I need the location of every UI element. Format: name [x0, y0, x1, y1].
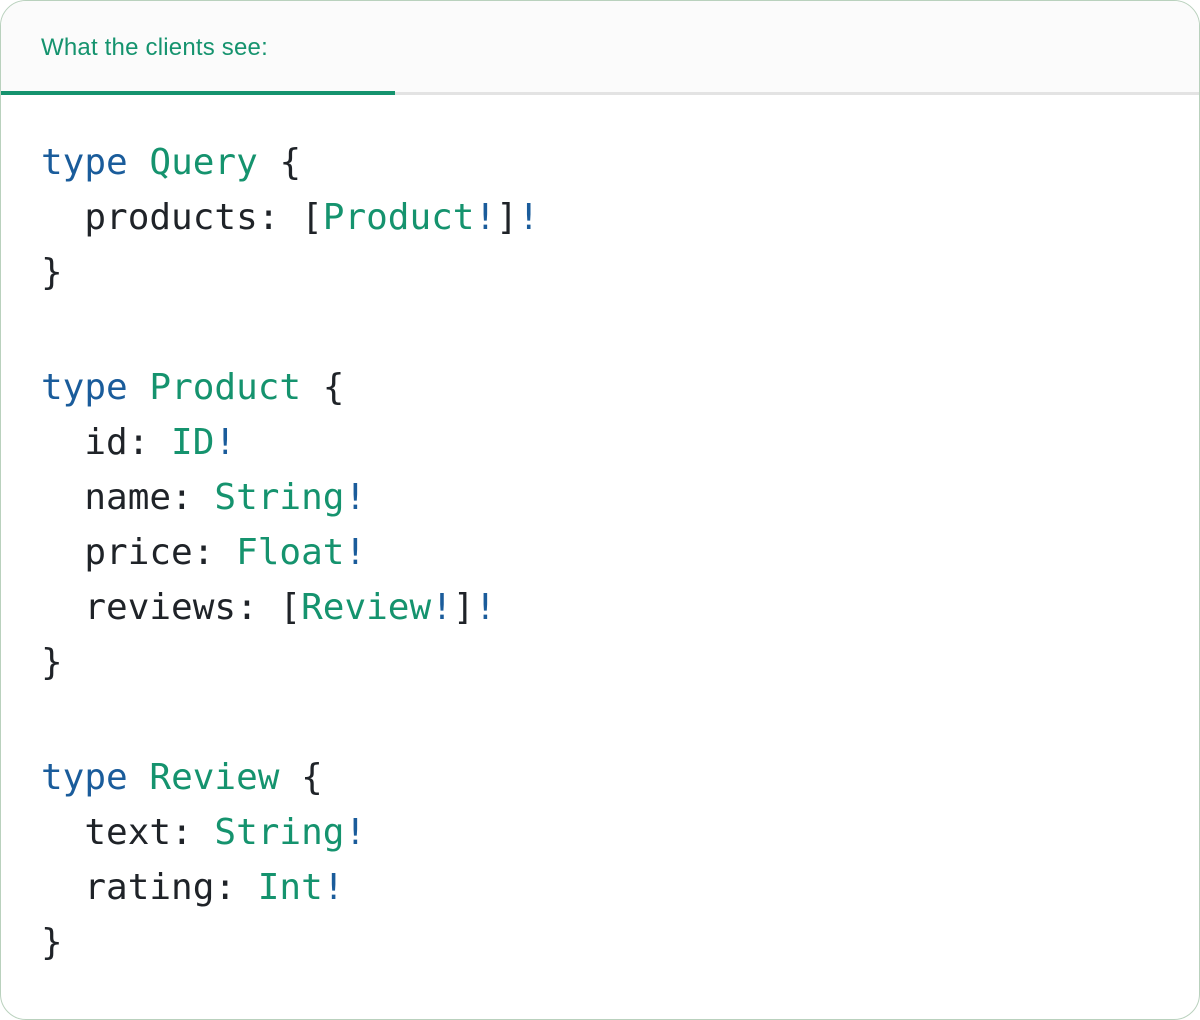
code-token: ! [431, 587, 453, 628]
code-line: type Query { [41, 135, 1159, 190]
code-line: } [41, 635, 1159, 690]
code-line: price: Float! [41, 525, 1159, 580]
code-type-block: type Product { id: ID! name: String! pri… [41, 360, 1159, 690]
code-token [128, 757, 150, 798]
code-token: ! [344, 812, 367, 853]
code-token: } [41, 922, 63, 963]
code-token: ID [171, 422, 215, 463]
code-line: } [41, 915, 1159, 970]
active-tab-indicator [1, 91, 395, 95]
code-token: type [41, 367, 128, 408]
code-token: Query [149, 142, 258, 183]
schema-code-block: type Query { products: [Product!]!}type … [41, 135, 1159, 970]
code-token: } [41, 642, 63, 683]
code-line: products: [Product!]! [41, 190, 1159, 245]
code-type-block: type Review { text: String! rating: Int!… [41, 750, 1159, 970]
code-token [128, 142, 150, 183]
code-token: ] [452, 587, 475, 628]
code-token: ! [322, 867, 345, 908]
code-line: text: String! [41, 805, 1159, 860]
code-token: name: [41, 477, 215, 518]
code-token: id: [41, 422, 172, 463]
code-token: type [41, 142, 128, 183]
code-token: ! [344, 532, 367, 573]
code-token: products: [ [41, 197, 323, 238]
code-line: type Review { [41, 750, 1159, 805]
code-line: name: String! [41, 470, 1159, 525]
code-token: Float [236, 532, 345, 573]
code-token: ! [344, 477, 367, 518]
code-token: Review [149, 757, 280, 798]
tab-bar: What the clients see: [1, 1, 1199, 95]
code-line: type Product { [41, 360, 1159, 415]
code-token: ! [474, 197, 497, 238]
code-token: Review [301, 587, 432, 628]
code-token: Product [149, 367, 302, 408]
code-token: String [214, 477, 345, 518]
code-token: String [214, 812, 345, 853]
code-token: Product [322, 197, 475, 238]
code-token: price: [41, 532, 237, 573]
code-token: { [301, 367, 345, 408]
code-token: type [41, 757, 128, 798]
code-token: ! [517, 197, 540, 238]
code-token: { [257, 142, 302, 183]
code-line: rating: Int! [41, 860, 1159, 915]
tab-what-clients-see[interactable]: What the clients see: [41, 34, 268, 61]
code-token: Int [257, 867, 323, 908]
code-line: } [41, 245, 1159, 300]
code-token: text: [41, 812, 215, 853]
code-token: ! [474, 587, 497, 628]
code-line: id: ID! [41, 415, 1159, 470]
code-token: ! [214, 422, 237, 463]
code-token [128, 367, 150, 408]
code-token: } [41, 252, 63, 293]
code-token: rating: [41, 867, 258, 908]
code-type-block: type Query { products: [Product!]!} [41, 135, 1159, 300]
code-line: reviews: [Review!]! [41, 580, 1159, 635]
code-token: { [279, 757, 323, 798]
code-token: reviews: [ [41, 587, 302, 628]
code-token: ] [496, 197, 518, 238]
